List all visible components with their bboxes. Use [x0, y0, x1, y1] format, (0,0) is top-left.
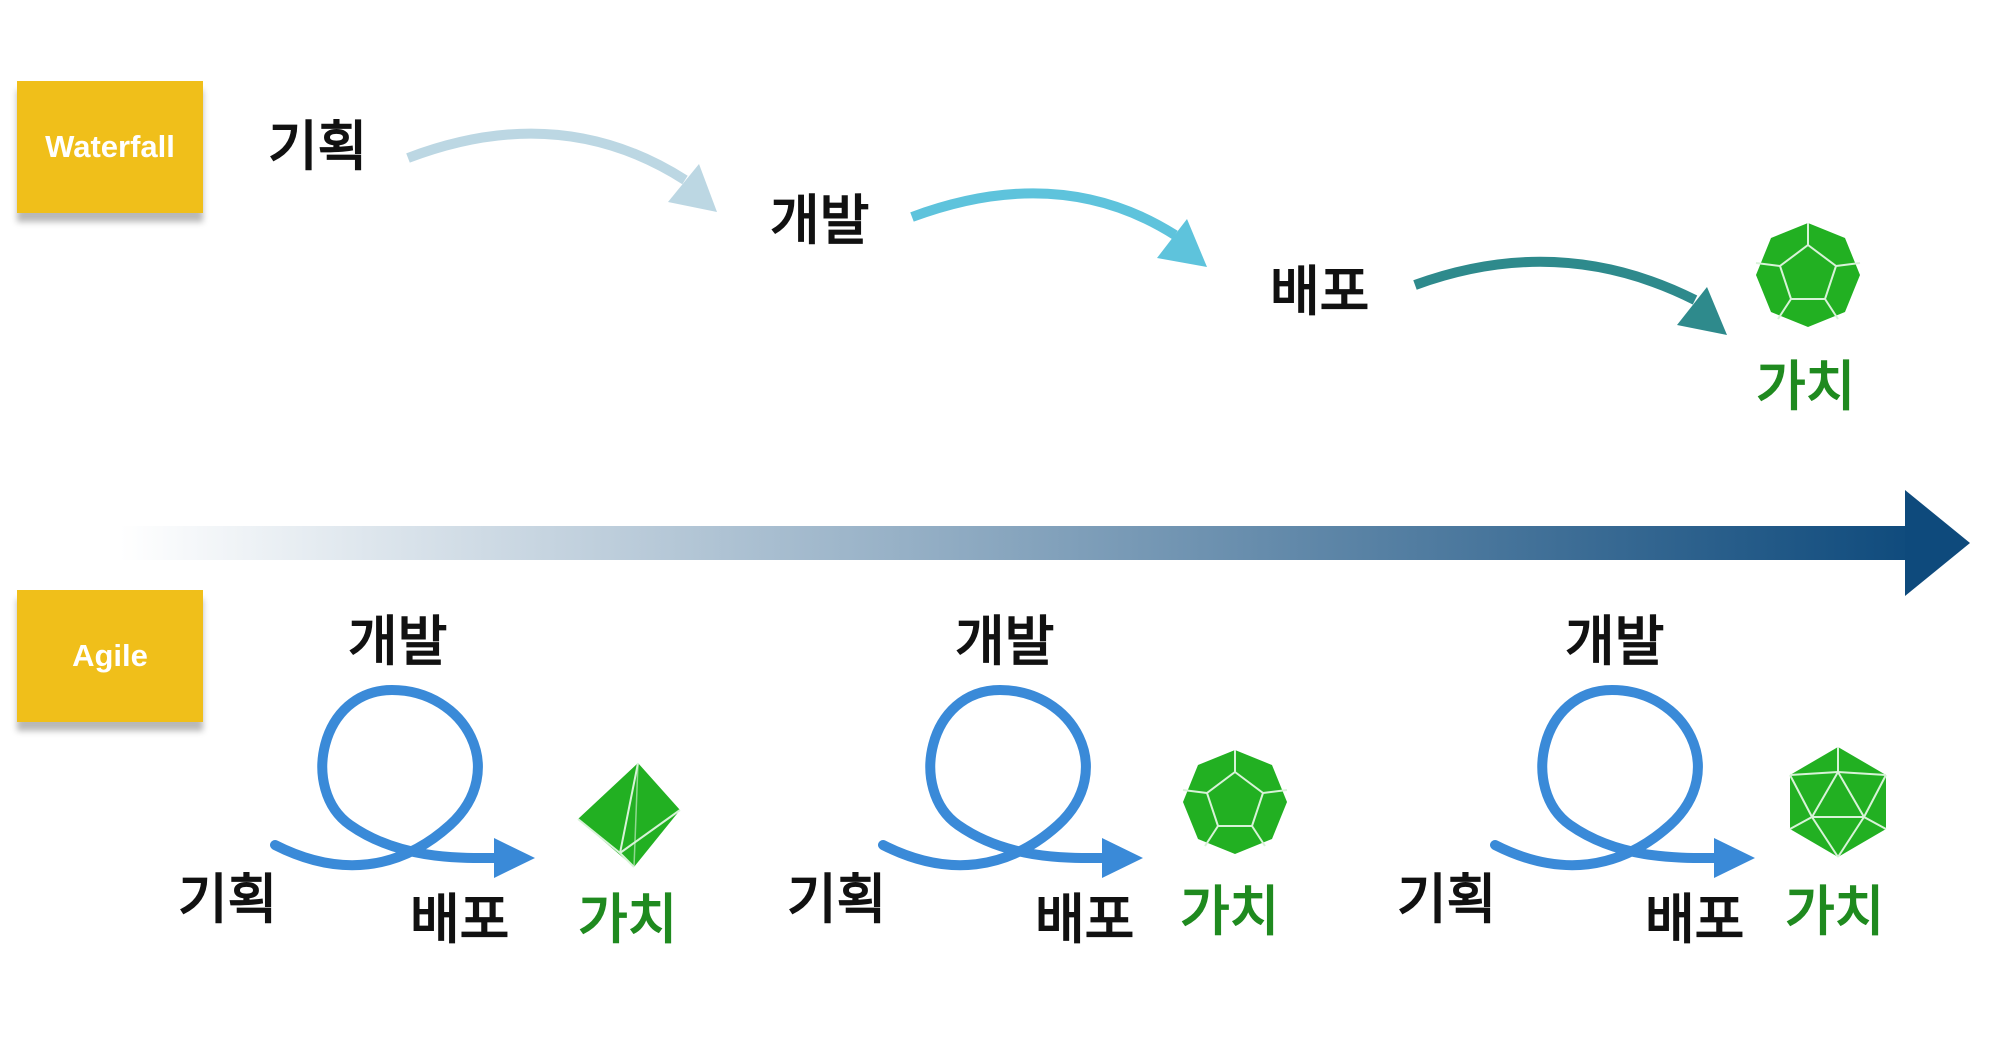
cycle-loop-arrow-icon [1490, 684, 1755, 878]
waterfall-step-develop: 개발 [770, 189, 870, 252]
waterfall-value: 가치 [1756, 355, 1856, 418]
cycle-loop-arrow-icon [878, 684, 1143, 878]
dodecahedron-icon [1755, 223, 1861, 327]
dodecahedron-icon [1182, 750, 1288, 854]
agile-3-value: 가치 [1785, 880, 1885, 943]
timeline-arrow-icon [120, 490, 1970, 596]
agile-2-value: 가치 [1180, 880, 1280, 943]
waterfall-arrow-2 [910, 188, 1207, 267]
icosahedron-icon [1789, 747, 1887, 858]
waterfall-label: Waterfall [17, 81, 203, 213]
waterfall-step-plan: 기획 [268, 115, 368, 178]
octahedron-icon [577, 762, 681, 868]
waterfall-arrow-3 [1413, 256, 1727, 335]
agile-label: Agile [17, 590, 203, 722]
agile-3-deploy: 배포 [1645, 888, 1745, 951]
agile-2-develop: 개발 [955, 610, 1055, 673]
agile-2-deploy: 배포 [1035, 888, 1135, 951]
agile-1-value: 가치 [578, 888, 678, 951]
agile-2-plan: 기획 [787, 868, 887, 931]
agile-1-develop: 개발 [348, 610, 448, 673]
waterfall-arrow-1 [406, 128, 717, 212]
agile-3-develop: 개발 [1565, 610, 1665, 673]
agile-1-deploy: 배포 [410, 888, 510, 951]
cycle-loop-arrow-icon [270, 684, 535, 878]
waterfall-step-deploy: 배포 [1270, 260, 1370, 323]
agile-1-plan: 기획 [178, 868, 278, 931]
agile-3-plan: 기획 [1397, 868, 1497, 931]
